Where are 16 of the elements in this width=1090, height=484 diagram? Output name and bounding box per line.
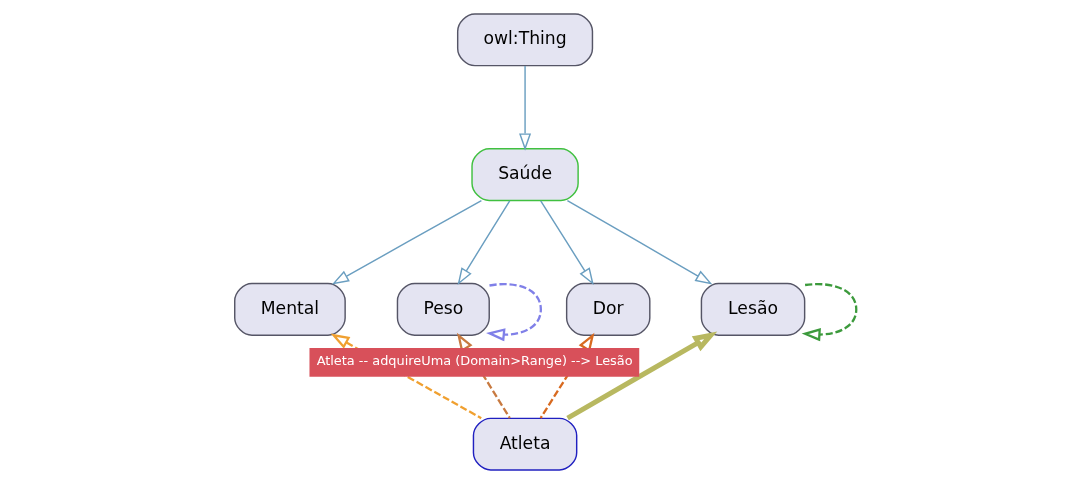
node-box: owl:Thing — [456, 13, 593, 67]
node-box: Atleta — [472, 417, 577, 471]
arrow — [331, 199, 482, 285]
node-box: Peso — [396, 282, 490, 336]
node-box: Saúde — [470, 148, 579, 202]
arrow — [565, 331, 717, 421]
arrow — [518, 65, 531, 151]
edge-label: Atleta -- adquireUma (Domain>Range) --> Lesão — [316, 353, 633, 369]
node-box: Lesão — [700, 282, 805, 336]
node-box: Dor — [565, 282, 651, 336]
arrow — [801, 283, 857, 342]
arrow — [457, 200, 510, 286]
arrow — [485, 283, 542, 342]
arrow — [566, 199, 712, 285]
arrow — [539, 200, 594, 286]
node-box: Mental — [233, 282, 346, 336]
